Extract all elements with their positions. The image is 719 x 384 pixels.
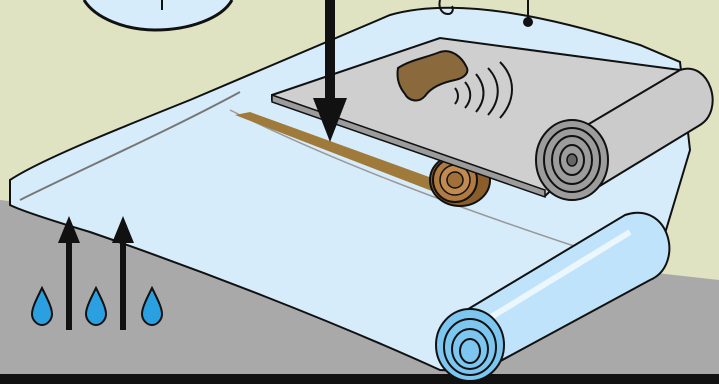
bottom-strip bbox=[0, 374, 719, 384]
